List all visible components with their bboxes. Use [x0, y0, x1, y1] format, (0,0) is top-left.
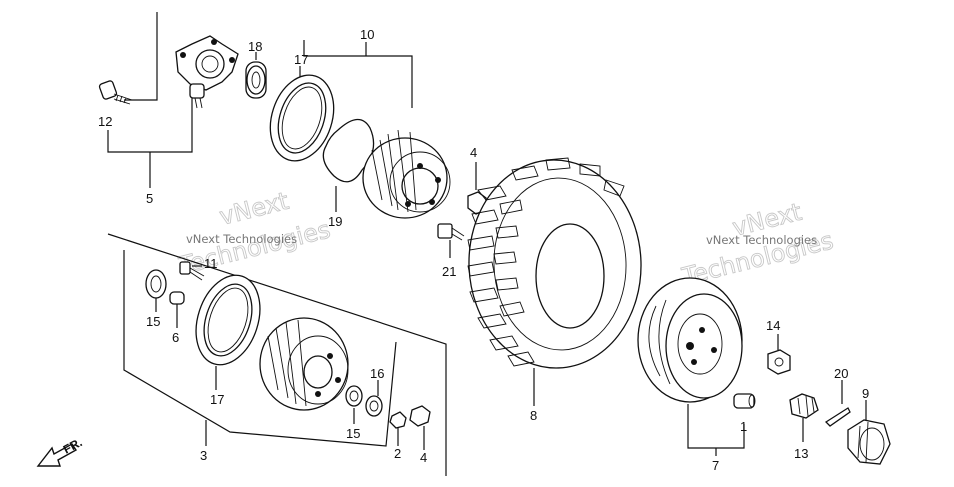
- label-part-13: 13: [794, 446, 808, 461]
- label-part-7: 7: [712, 458, 719, 473]
- hub-5: [175, 35, 239, 109]
- bracket-5: [107, 98, 193, 153]
- label-part-19: 19: [328, 214, 342, 229]
- group-drum-10: [303, 40, 451, 219]
- bearing-15-right: [345, 385, 363, 424]
- nut-14: [767, 334, 791, 375]
- label-part-1: 1: [740, 419, 747, 434]
- label-part-18: 18: [248, 39, 262, 54]
- watermark-text-left: vNext Technologies: [186, 232, 297, 246]
- group-hub-5: [98, 12, 239, 188]
- castle-nut-13: [789, 393, 819, 442]
- washer-2: [389, 411, 407, 446]
- label-part-17-lower: 17: [210, 392, 224, 407]
- label-part-17-top: 17: [294, 52, 308, 67]
- label-part-8: 8: [530, 408, 537, 423]
- front-direction-indicator: FR.: [36, 435, 84, 467]
- cotter-pin-20: [824, 380, 851, 427]
- seal-17-top: [269, 66, 335, 162]
- leader-12: [124, 12, 158, 101]
- bearing-18: [245, 52, 267, 99]
- group-drum-assembly-3: [107, 233, 447, 476]
- label-part-14: 14: [766, 318, 780, 333]
- label-part-12: 12: [98, 114, 112, 129]
- watermark-ghost-left-line2: Technologies: [176, 215, 333, 280]
- bolt-12: [98, 80, 133, 105]
- label-part-2: 2: [394, 446, 401, 461]
- label-part-4-lower: 4: [420, 450, 427, 465]
- seal-17-lower: [195, 274, 261, 390]
- brake-drum-lower: [259, 317, 349, 411]
- label-part-6: 6: [172, 330, 179, 345]
- label-part-16: 16: [370, 366, 384, 381]
- label-part-5: 5: [146, 191, 153, 206]
- tire-8: [467, 157, 642, 406]
- nut-4-lower: [409, 405, 431, 450]
- hub-cap-9: [847, 400, 891, 465]
- stud-1: [733, 393, 756, 409]
- brake-drum-10: [362, 129, 451, 219]
- bolt-11: [179, 261, 205, 281]
- oring-19: [322, 118, 375, 212]
- bracket-10: [303, 40, 413, 108]
- collar-6: [169, 291, 185, 328]
- bracket-7: [687, 404, 745, 449]
- bracket-3-top: [107, 233, 447, 476]
- label-part-10: 10: [360, 27, 374, 42]
- label-part-9: 9: [862, 386, 869, 401]
- seal-16: [365, 380, 383, 417]
- part-labels: 10 18 17 12 4 5 19 11 21 15 14 6 16 20 9…: [98, 27, 869, 473]
- label-part-15-left: 15: [146, 314, 160, 329]
- watermark-ghost-left-line1: vNext: [217, 187, 292, 231]
- label-part-3: 3: [200, 448, 207, 463]
- bolt-21: [437, 223, 465, 258]
- watermark-text-right: vNext Technologies: [706, 233, 817, 247]
- label-part-11: 11: [204, 256, 218, 271]
- label-part-21: 21: [442, 264, 456, 279]
- wheel-7: [637, 277, 745, 456]
- bearing-15-left: [145, 269, 167, 312]
- bracket-3-inner: [123, 250, 397, 447]
- label-part-15-right: 15: [346, 426, 360, 441]
- label-part-20: 20: [834, 366, 848, 381]
- label-part-4-top: 4: [470, 145, 477, 160]
- front-arrow-icon: [36, 443, 78, 467]
